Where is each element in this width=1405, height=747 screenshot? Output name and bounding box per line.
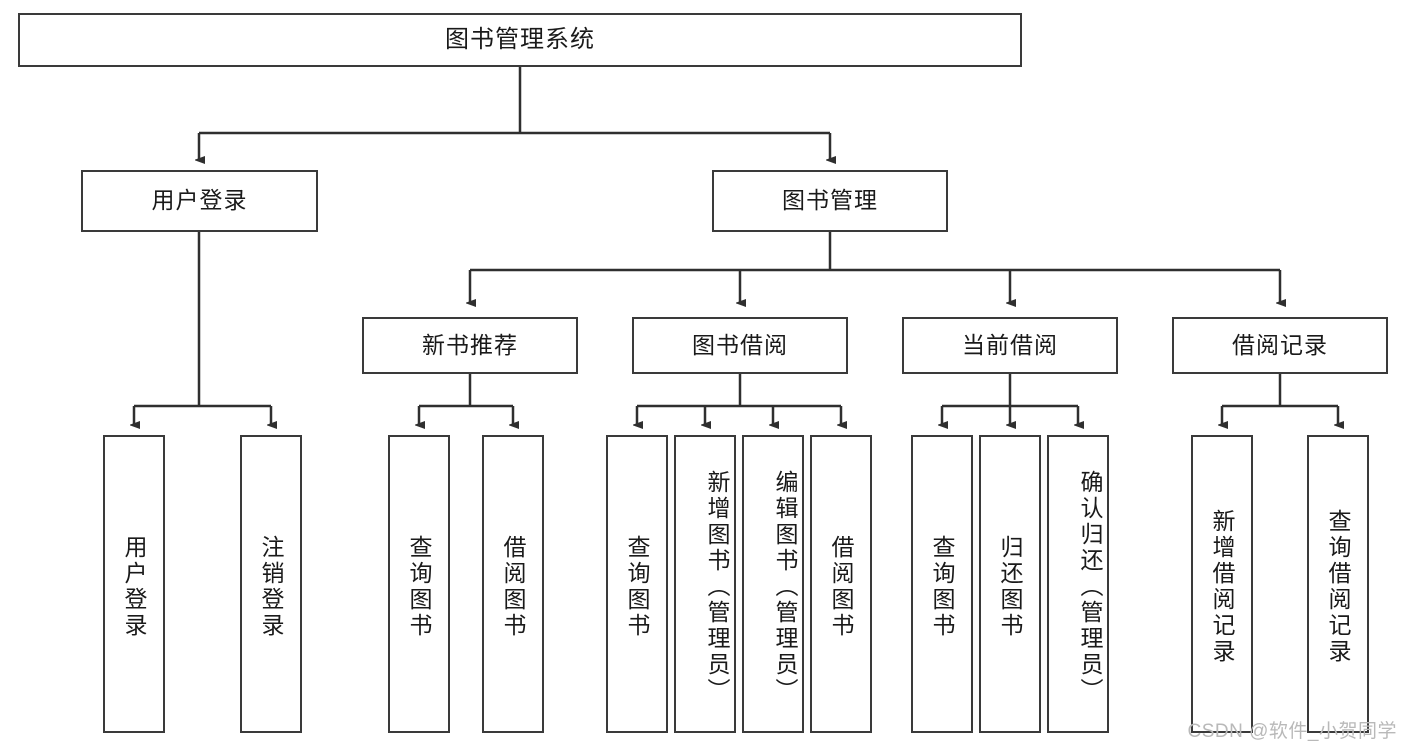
node-label: 用户登录 [121,535,147,639]
node-label: 新书推荐 [422,331,518,358]
leaf-book-borrow-edit-book-admin[interactable]: 编辑图书（管理员） [742,435,804,733]
node-root-book-management-system[interactable]: 图书管理系统 [18,13,1022,67]
leaf-current-borrow-confirm-return-admin[interactable]: 确认归还（管理员） [1047,435,1109,733]
node-label: 查询图书 [406,535,432,639]
node-borrow-record[interactable]: 借阅记录 [1172,317,1388,374]
node-label: 图书管理系统 [445,25,595,53]
leaf-user-login-login[interactable]: 用户登录 [103,435,165,733]
leaf-borrow-record-add-record[interactable]: 新增借阅记录 [1191,435,1253,733]
leaf-current-borrow-return-book[interactable]: 归还图书 [979,435,1041,733]
node-label: 借阅记录 [1232,331,1328,358]
node-current-borrow[interactable]: 当前借阅 [902,317,1118,374]
leaf-book-borrow-add-book-admin[interactable]: 新增图书（管理员） [674,435,736,733]
node-label: 确认归还（管理员） [1077,470,1103,704]
leaf-new-book-borrow-book[interactable]: 借阅图书 [482,435,544,733]
leaf-user-login-logout[interactable]: 注销登录 [240,435,302,733]
node-label: 借阅图书 [828,535,854,639]
node-label: 查询图书 [624,535,650,639]
node-label: 查询图书 [929,535,955,639]
node-label: 注销登录 [258,535,284,639]
node-label: 用户登录 [151,187,248,214]
node-label: 查询借阅记录 [1325,509,1351,665]
node-book-management[interactable]: 图书管理 [712,170,948,232]
watermark-text: CSDN @软件_小贺同学 [1187,721,1397,742]
node-label: 借阅图书 [500,535,526,639]
node-label: 新增借阅记录 [1209,509,1235,665]
leaf-book-borrow-query-book[interactable]: 查询图书 [606,435,668,733]
leaf-book-borrow-borrow-book[interactable]: 借阅图书 [810,435,872,733]
node-label: 编辑图书（管理员） [772,470,798,704]
leaf-current-borrow-query-book[interactable]: 查询图书 [911,435,973,733]
node-label: 当前借阅 [962,331,1058,358]
node-new-book-recommend[interactable]: 新书推荐 [362,317,578,374]
node-label: 归还图书 [997,535,1023,639]
node-label: 图书管理 [782,187,878,214]
node-user-login[interactable]: 用户登录 [81,170,318,232]
leaf-new-book-query-book[interactable]: 查询图书 [388,435,450,733]
node-book-borrow[interactable]: 图书借阅 [632,317,848,374]
node-label: 新增图书（管理员） [704,470,730,704]
node-label: 图书借阅 [692,331,788,358]
leaf-borrow-record-query-record[interactable]: 查询借阅记录 [1307,435,1369,733]
